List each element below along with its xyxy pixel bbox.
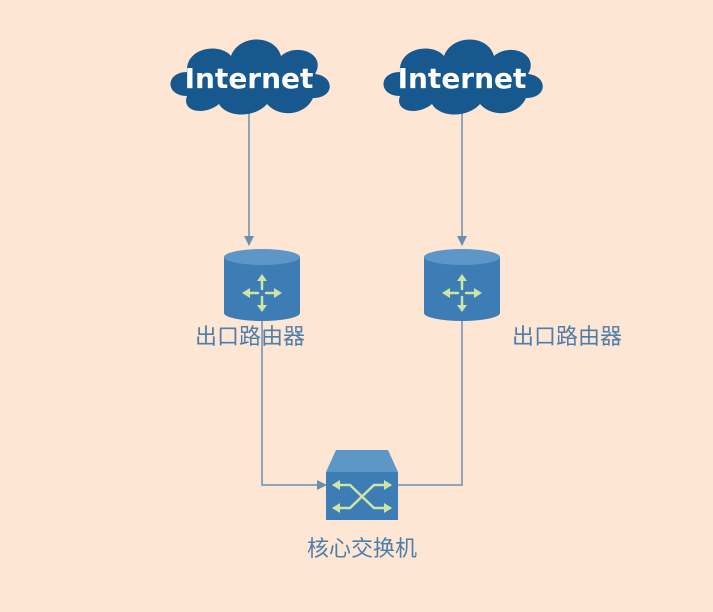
core-switch (326, 450, 398, 520)
cloud-label: Internet (185, 62, 314, 95)
switch-icon (326, 450, 398, 520)
edge-router-1 (224, 249, 300, 321)
edge-router-2 (424, 249, 500, 321)
connector-router1-switch (261, 320, 327, 490)
connector-router2-switch (398, 320, 463, 486)
router-icon (224, 249, 300, 321)
router-icon (424, 249, 500, 321)
core-switch-label: 核心交换机 (307, 537, 417, 562)
router-label-2: 出口路由器 (512, 325, 622, 350)
connectors (244, 104, 467, 490)
router-label-1: 出口路由器 (195, 325, 305, 350)
internet-cloud-1: Internet (170, 39, 330, 115)
internet-cloud-2: Internet (383, 39, 543, 115)
cloud-label: Internet (398, 62, 527, 95)
